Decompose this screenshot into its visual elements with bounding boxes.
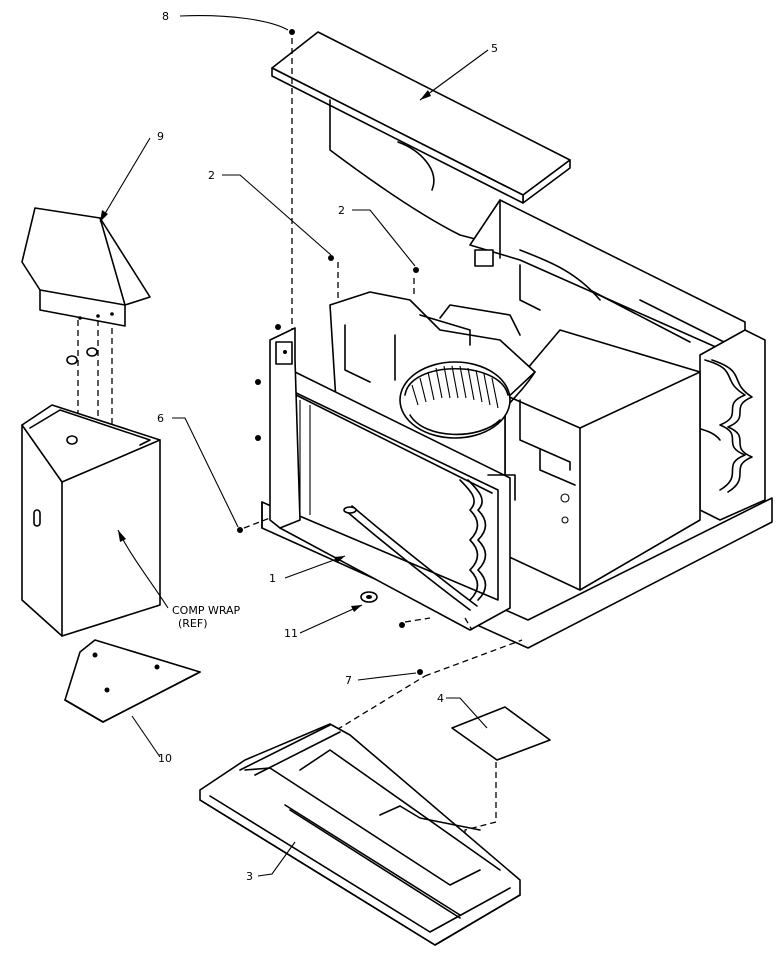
compressor-wrap-ref (21, 404, 161, 637)
callout-3: 3 (246, 870, 253, 883)
callout-4: 4 (437, 692, 444, 705)
callout-8: 8 (162, 10, 169, 23)
callout-2a: 2 (208, 169, 215, 182)
screw-6 (237, 527, 243, 533)
callout-10: 10 (158, 752, 172, 765)
callout-2b: 2 (338, 204, 345, 217)
comp-wrap-label-line2: (REF) (178, 617, 208, 630)
top-cover-panel (271, 31, 571, 246)
screw-2b (413, 267, 419, 273)
callout-11: 11 (284, 627, 298, 640)
callout-7: 7 (345, 674, 352, 687)
screw-2a (328, 255, 334, 261)
drain-pan (199, 723, 521, 946)
rating-label (451, 706, 551, 761)
callout-9: 9 (157, 130, 164, 143)
screw-7 (417, 669, 423, 675)
screw-8 (289, 29, 295, 35)
condenser-coil (689, 329, 766, 521)
callout-1: 1 (269, 572, 276, 585)
blower-wheel (399, 361, 511, 439)
comp-wrap-label-line1: COMP WRAP (172, 604, 241, 617)
callout-6: 6 (157, 412, 164, 425)
front-left-bracket (269, 327, 301, 529)
screws (237, 29, 423, 675)
leader-lines (99, 15, 489, 877)
grommet (360, 591, 378, 603)
compressor-compartment (504, 329, 701, 591)
screw-11b (399, 622, 405, 628)
compressor-base-plate (64, 639, 201, 723)
assembly-guide-lines (77, 38, 523, 885)
evaporator-coil (279, 371, 516, 631)
chassis-back-housing (469, 199, 746, 361)
callout-labels: 8 5 9 2 2 6 1 11 7 4 10 3 COMP WRAP (REF… (157, 10, 498, 883)
compressor-wrap-top (21, 207, 151, 365)
callout-5: 5 (491, 42, 498, 55)
